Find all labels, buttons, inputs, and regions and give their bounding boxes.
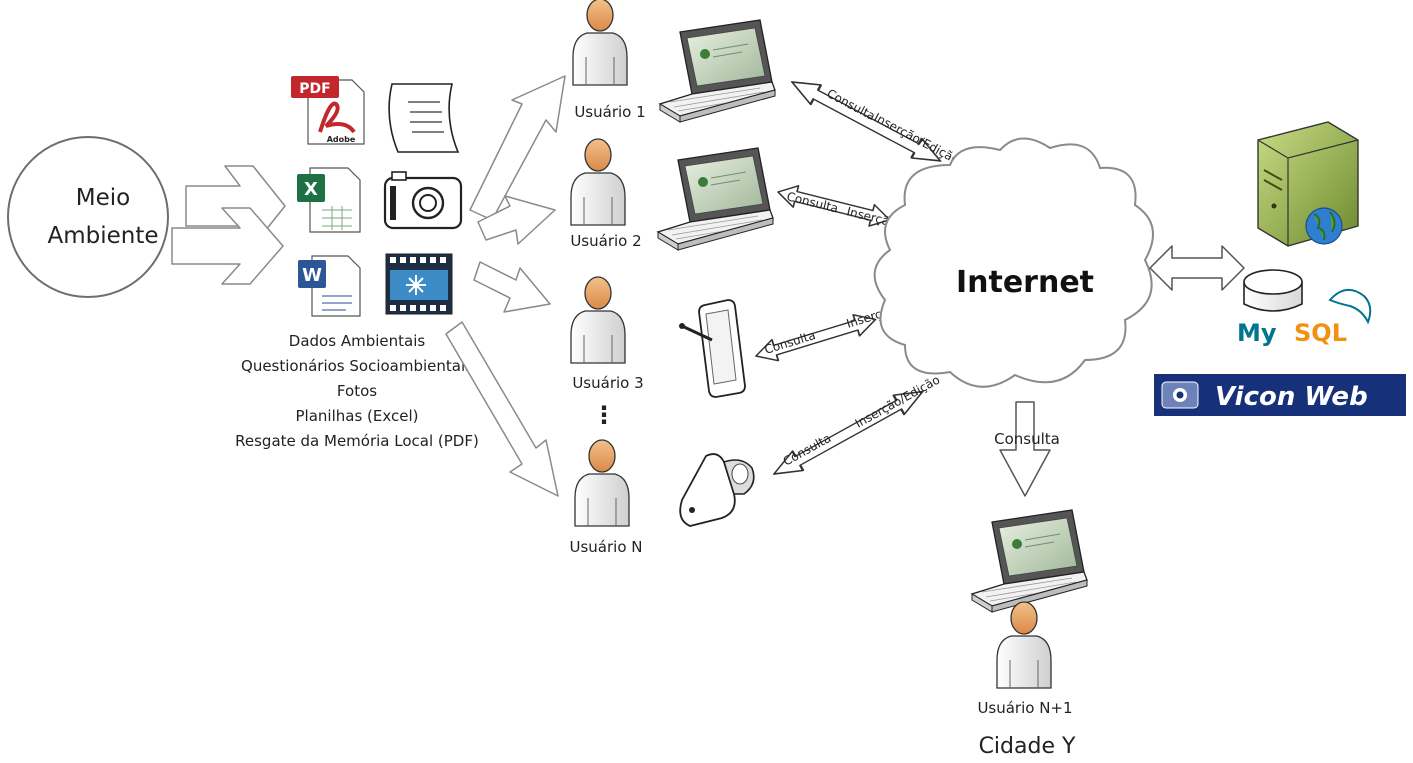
data-type-item: Planilhas (Excel): [296, 407, 419, 425]
link-4-insercao: Inserção/Edição: [853, 373, 943, 431]
svg-text:SQL: SQL: [1294, 319, 1347, 347]
source-arrow-lower: [171, 207, 284, 285]
user-3-label: Usuário 3: [572, 374, 643, 392]
data-types-list: Dados Ambientais Questionários Socioambi…: [235, 332, 479, 450]
down-arrow: [999, 401, 1051, 497]
laptop-1-icon: [659, 19, 776, 123]
user-2-label: Usuário 2: [570, 232, 641, 250]
document-scroll-icon: [388, 83, 460, 153]
link-arrow-1: [785, 71, 947, 172]
data-type-item: Dados Ambientais: [289, 332, 426, 350]
globe-icon: [1305, 207, 1343, 245]
database-icon: [1243, 269, 1303, 312]
vicon-web-text: Vicon Web: [1215, 382, 1368, 412]
video-film-icon: [385, 253, 453, 315]
camera-icon: [383, 171, 463, 230]
laptop-2-icon: [657, 147, 774, 251]
link-3-consulta: Consulta: [763, 328, 817, 357]
user-n-icon: [574, 439, 630, 527]
down-consulta-label: Consulta: [994, 430, 1060, 448]
user-n-label: Usuário N: [570, 538, 643, 556]
users-ellipsis: ⋮: [592, 401, 616, 429]
user-2-icon: [570, 138, 626, 226]
vicon-web-logo: Vicon Web: [1154, 374, 1406, 416]
svg-text:My: My: [1237, 319, 1277, 347]
fanout-arrows: [445, 75, 566, 497]
internet-cloud: Internet: [873, 137, 1154, 388]
laptop-n1-icon: [971, 509, 1088, 613]
meio-ambiente-line1: Meio: [76, 185, 130, 211]
data-type-item: Fotos: [337, 382, 377, 400]
tablet-icon: [679, 299, 746, 398]
data-type-item: Questionários Socioambientais: [241, 357, 473, 375]
user-3-icon: [570, 276, 626, 364]
user-n1-label: Usuário N+1: [977, 699, 1072, 717]
meio-ambiente-circle: [7, 136, 169, 298]
user-n1-icon: [996, 601, 1052, 689]
meio-ambiente-line2: Ambiente: [47, 223, 158, 249]
mobile-phone-icon: [679, 453, 755, 527]
excel-file-icon: X: [297, 167, 361, 233]
word-file-icon: W: [298, 255, 361, 317]
svg-text:W: W: [302, 265, 322, 286]
svg-text:X: X: [304, 179, 318, 200]
user-1-icon: [572, 0, 628, 86]
data-type-item: Resgate da Memória Local (PDF): [235, 432, 479, 450]
server-link-arrow: [1149, 245, 1245, 291]
svg-text:PDF: PDF: [299, 81, 330, 97]
internet-label: Internet: [956, 265, 1094, 300]
svg-text:Adobe: Adobe: [327, 135, 356, 144]
link-2-consulta: Consulta: [785, 189, 839, 215]
pdf-file-icon: PDF Adobe: [291, 76, 365, 145]
city-label: Cidade Y: [979, 734, 1076, 759]
mysql-logo: My SQL: [1237, 289, 1372, 347]
user-1-label: Usuário 1: [574, 103, 645, 121]
